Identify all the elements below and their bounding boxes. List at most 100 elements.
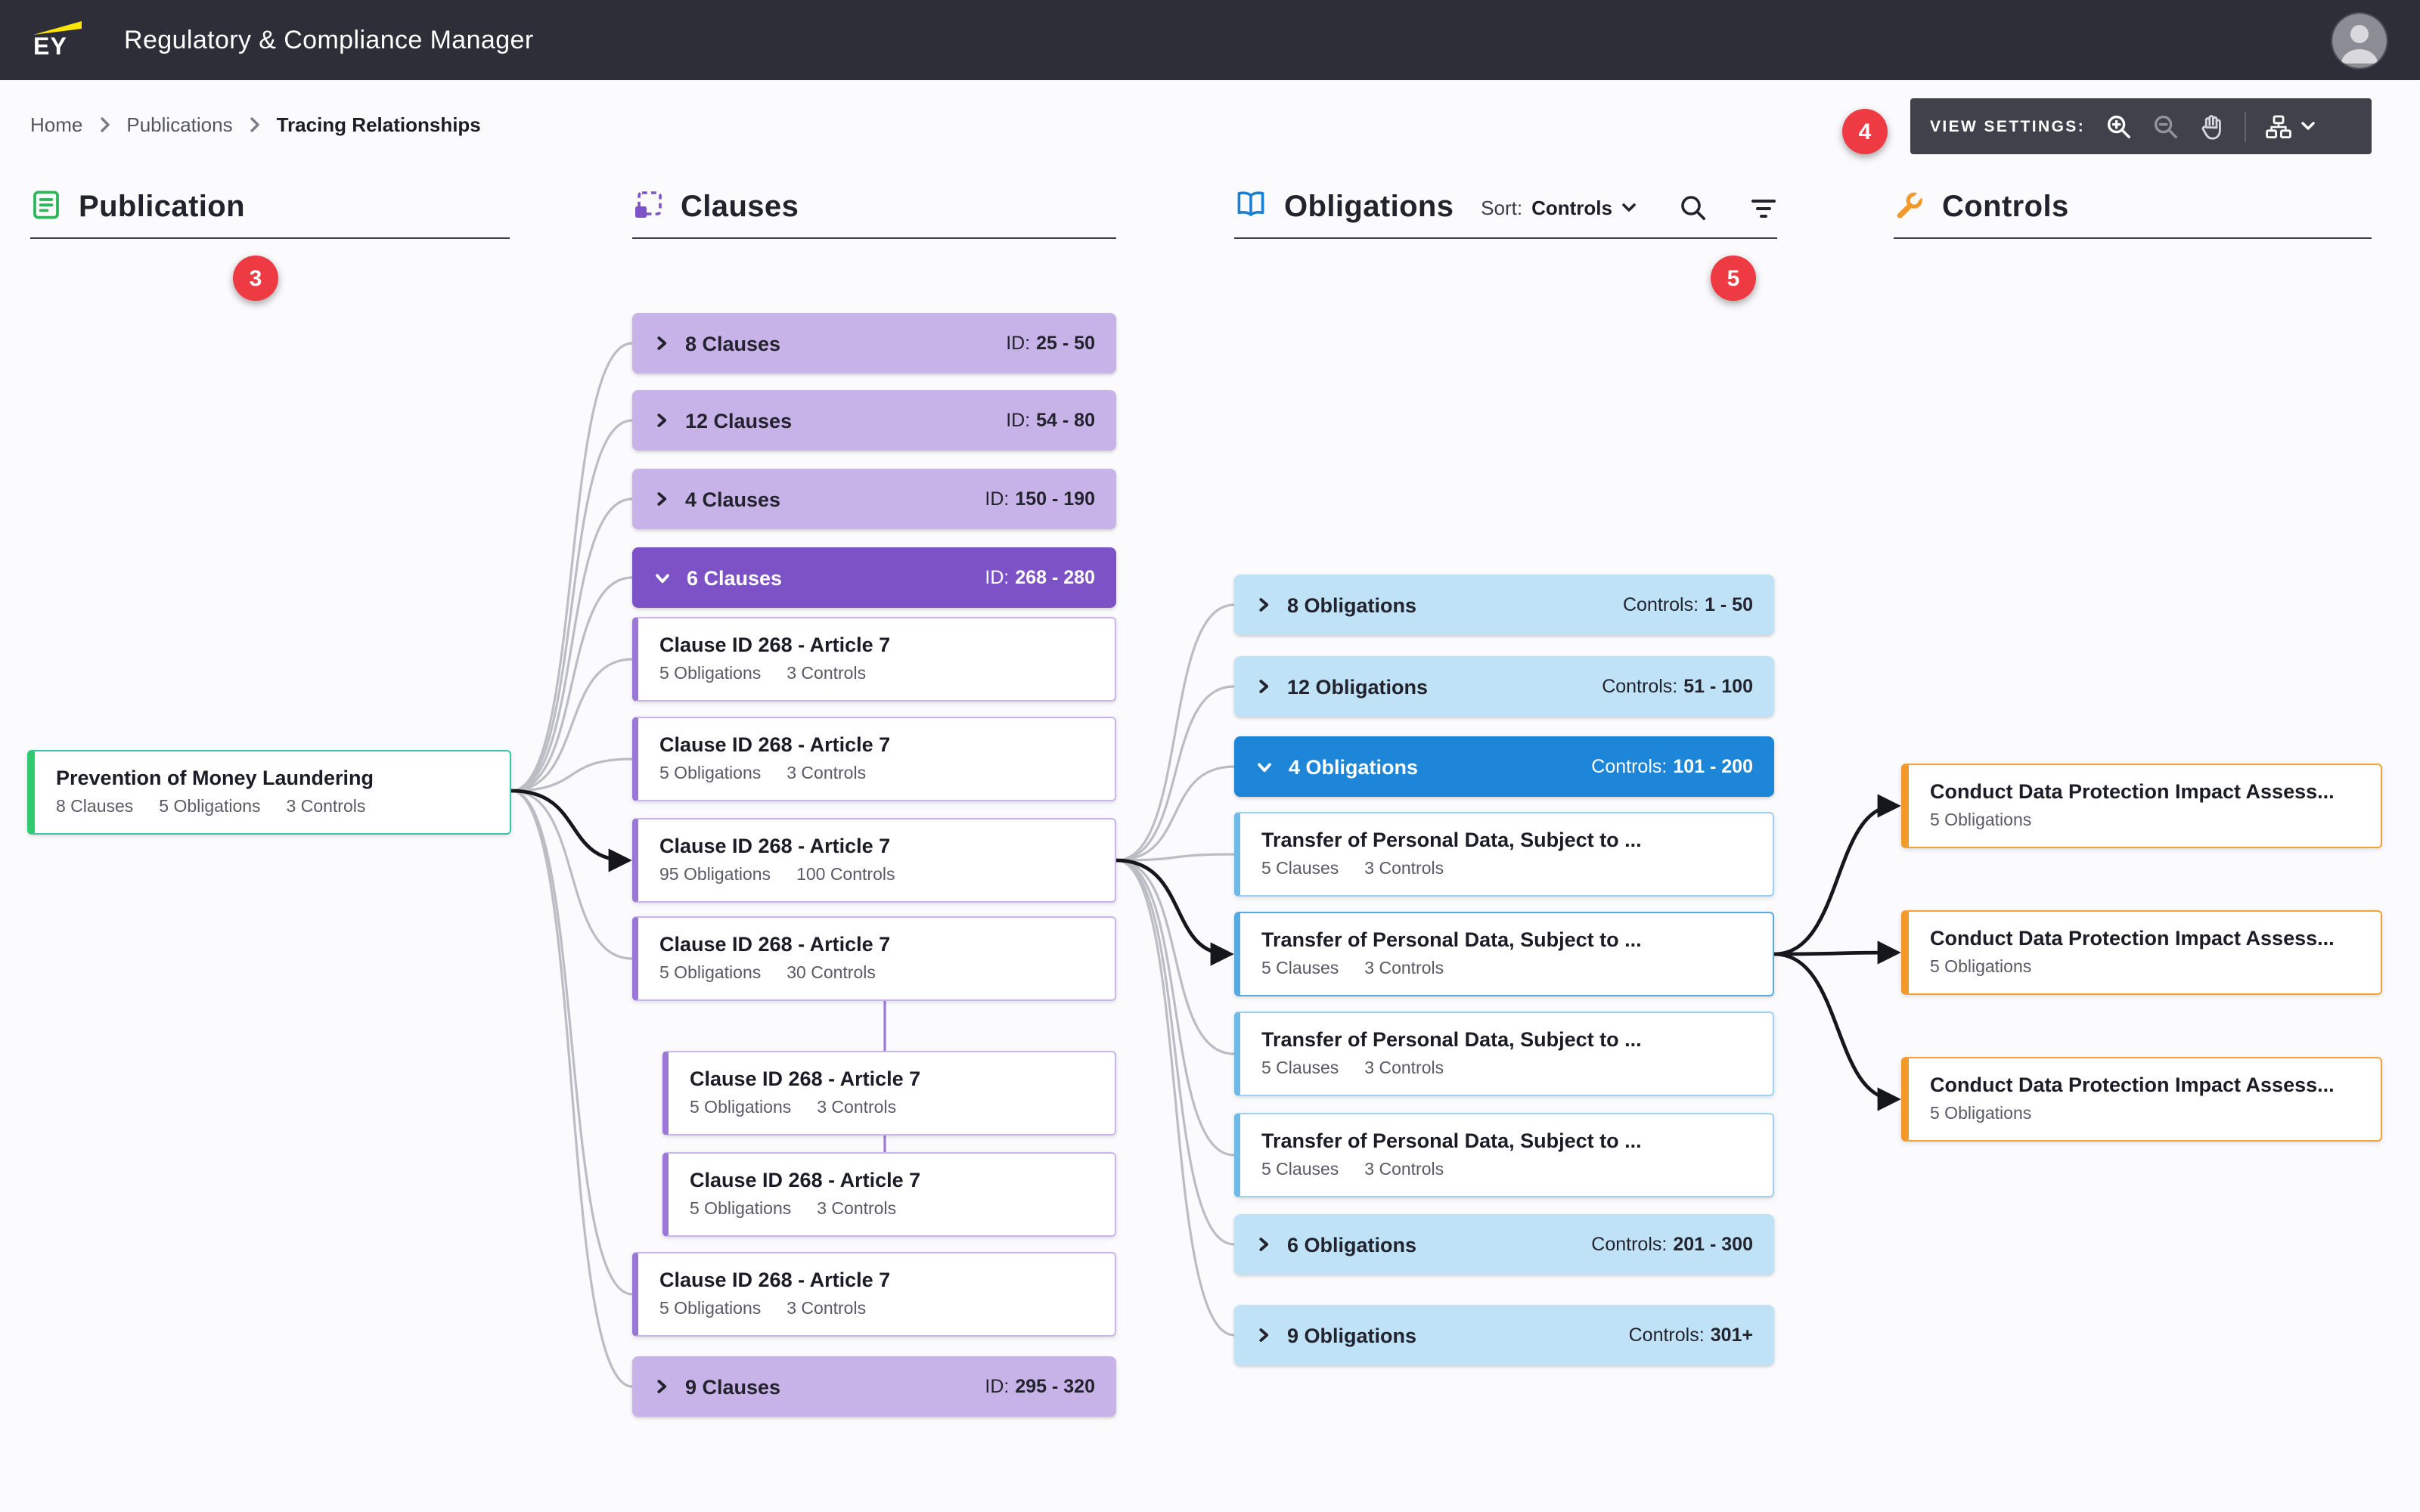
clause-card-title: Clause ID 268 - Article 7 xyxy=(659,733,891,756)
obligation-group-collapsed[interactable]: 9 Obligations Controls:301+ xyxy=(1234,1305,1774,1365)
stat-obligations: 5 Obligations xyxy=(159,798,261,816)
obligation-card-title: Transfer of Personal Data, Subject to ..… xyxy=(1261,928,1642,951)
column-header-clauses: Clauses xyxy=(632,178,1116,239)
group-range: ID:268 - 280 xyxy=(985,567,1095,588)
publication-card-title: Prevention of Money Laundering xyxy=(56,767,374,789)
stat-obligations: 5 Obligations xyxy=(1930,1105,2032,1123)
group-range: ID:25 - 50 xyxy=(1006,333,1095,354)
filter-icon[interactable] xyxy=(1750,197,1777,218)
chevron-down-icon xyxy=(1622,203,1636,212)
group-label: 6 Obligations xyxy=(1287,1233,1417,1256)
stat-clauses: 5 Clauses xyxy=(1261,1060,1339,1078)
chevron-right-icon xyxy=(1255,677,1272,696)
annotation-badge-5: 5 xyxy=(1711,256,1756,301)
clause-card-title: Clause ID 268 - Article 7 xyxy=(690,1169,921,1191)
zoom-out-icon[interactable] xyxy=(2152,113,2179,140)
stat-obligations: 5 Obligations xyxy=(659,665,762,683)
group-label: 9 Clauses xyxy=(685,1375,781,1398)
control-card-stats: 5 Obligations xyxy=(1930,959,2363,977)
controls-wrench-icon xyxy=(1894,188,1925,228)
obligation-card[interactable]: Transfer of Personal Data, Subject to ..… xyxy=(1234,1012,1774,1096)
clause-group-collapsed[interactable]: 4 Clauses ID:150 - 190 xyxy=(632,469,1116,529)
sort-prefix: Sort: xyxy=(1481,197,1523,219)
chevron-down-icon xyxy=(2301,122,2314,130)
publication-card[interactable]: Prevention of Money Laundering 8 Clauses… xyxy=(27,750,511,835)
ey-beam-icon xyxy=(33,20,82,34)
clause-card-title: Clause ID 268 - Article 7 xyxy=(659,1269,891,1291)
chevron-right-icon xyxy=(653,490,670,508)
top-bar: EY Regulatory & Compliance Manager xyxy=(0,0,2420,80)
group-range: Controls:51 - 100 xyxy=(1602,676,1753,697)
zoom-in-icon[interactable] xyxy=(2105,113,2132,140)
obligation-card-title: Transfer of Personal Data, Subject to ..… xyxy=(1261,829,1642,851)
control-card-title: Conduct Data Protection Impact Assess... xyxy=(1930,1074,2335,1096)
obligation-card-title: Transfer of Personal Data, Subject to ..… xyxy=(1261,1028,1642,1051)
chevron-right-icon xyxy=(248,116,262,132)
search-icon[interactable] xyxy=(1679,194,1708,222)
chevron-right-icon xyxy=(1255,596,1272,614)
obligations-icon xyxy=(1234,189,1267,227)
obligation-group-collapsed[interactable]: 12 Obligations Controls:51 - 100 xyxy=(1234,656,1774,717)
clause-group-expanded[interactable]: 6 Clauses ID:268 - 280 xyxy=(632,547,1116,608)
group-label: 4 Obligations xyxy=(1289,755,1419,778)
layout-tree-icon xyxy=(2265,114,2291,138)
breadcrumb-publications[interactable]: Publications xyxy=(126,113,233,135)
obligation-group-collapsed[interactable]: 6 Obligations Controls:201 - 300 xyxy=(1234,1214,1774,1275)
sort-value: Controls xyxy=(1531,197,1612,219)
obligation-card-stats: 5 Clauses 3 Controls xyxy=(1261,1060,1754,1078)
group-label: 8 Obligations xyxy=(1287,593,1417,616)
clauses-icon xyxy=(632,188,664,228)
control-card[interactable]: Conduct Data Protection Impact Assess...… xyxy=(1901,1057,2382,1142)
group-range: Controls:201 - 300 xyxy=(1591,1234,1753,1255)
column-title: Obligations xyxy=(1284,191,1454,224)
stat-controls: 3 Controls xyxy=(786,1300,867,1318)
stat-clauses: 5 Clauses xyxy=(1261,960,1339,978)
user-avatar[interactable] xyxy=(2332,13,2387,67)
stat-clauses: 5 Clauses xyxy=(1261,1161,1339,1179)
breadcrumb-home[interactable]: Home xyxy=(30,113,83,135)
group-range: ID:54 - 80 xyxy=(1006,410,1095,431)
clause-card-title: Clause ID 268 - Article 7 xyxy=(659,835,891,857)
stat-obligations: 5 Obligations xyxy=(1930,812,2032,830)
group-range: ID:150 - 190 xyxy=(985,488,1095,510)
clause-group-collapsed[interactable]: 8 Clauses ID:25 - 50 xyxy=(632,313,1116,373)
obligation-card[interactable]: Transfer of Personal Data, Subject to ..… xyxy=(1234,812,1774,897)
group-range: ID:295 - 320 xyxy=(985,1376,1095,1397)
control-card-stats: 5 Obligations xyxy=(1930,1105,2363,1123)
annotation-badge-3: 3 xyxy=(233,256,278,301)
obligation-group-collapsed[interactable]: 8 Obligations Controls:1 - 50 xyxy=(1234,575,1774,635)
control-card[interactable]: Conduct Data Protection Impact Assess...… xyxy=(1901,910,2382,995)
group-label: 9 Obligations xyxy=(1287,1324,1417,1346)
clause-group-collapsed[interactable]: 12 Clauses ID:54 - 80 xyxy=(632,390,1116,451)
sort-dropdown[interactable]: Sort: Controls xyxy=(1481,197,1637,219)
view-settings-toolbar: VIEW SETTINGS: xyxy=(1910,98,2372,154)
stat-controls: 3 Controls xyxy=(1364,1161,1444,1179)
stat-obligations: 5 Obligations xyxy=(1930,959,2032,977)
stat-clauses: 5 Clauses xyxy=(1261,860,1339,878)
layout-mode-button[interactable] xyxy=(2265,114,2315,138)
clause-group-collapsed[interactable]: 9 Clauses ID:295 - 320 xyxy=(632,1356,1116,1417)
stat-controls: 3 Controls xyxy=(1364,860,1444,878)
obligation-card[interactable]: Transfer of Personal Data, Subject to ..… xyxy=(1234,1113,1774,1198)
stat-obligations: 5 Obligations xyxy=(690,1099,792,1117)
stat-controls: 3 Controls xyxy=(1364,1060,1444,1078)
control-card[interactable]: Conduct Data Protection Impact Assess...… xyxy=(1901,764,2382,848)
pan-hand-icon[interactable] xyxy=(2198,113,2224,140)
clause-card-active[interactable]: Clause ID 268 - Article 7 95 Obligations… xyxy=(632,818,1116,903)
stat-controls: 100 Controls xyxy=(796,866,895,885)
stat-controls: 3 Controls xyxy=(817,1201,897,1219)
obligation-group-expanded[interactable]: 4 Obligations Controls:101 - 200 xyxy=(1234,736,1774,797)
chevron-right-icon xyxy=(98,116,111,132)
obligation-card-selected[interactable]: Transfer of Personal Data, Subject to ..… xyxy=(1234,912,1774,996)
